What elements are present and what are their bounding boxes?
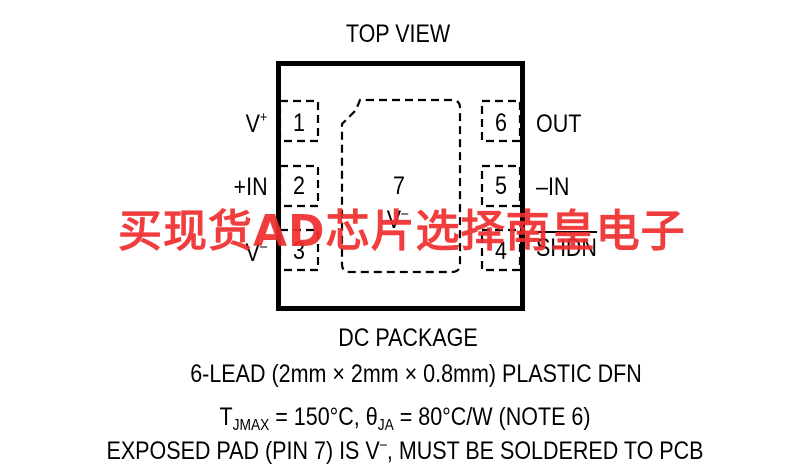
thermal-spec: TJMAX = 150°C, θJA = 80°C/W (NOTE 6) (219, 403, 591, 434)
watermark-text: 买现货AD芯片选择南皇电子 (118, 206, 686, 257)
pin1-label: V+ (245, 109, 267, 138)
pin2-pad (278, 164, 320, 208)
pin3-pad (278, 228, 320, 272)
package-name: DC PACKAGE (338, 324, 478, 352)
pin-number-6: 6 (494, 109, 507, 137)
pin1-pad (278, 99, 320, 143)
exposed-pad (340, 98, 462, 274)
pin-number-3: 3 (292, 237, 305, 265)
pin5-pad (480, 164, 522, 208)
pin-number-4: 4 (494, 237, 507, 265)
package-description: 6-LEAD (2mm × 2mm × 0.8mm) PLASTIC DFN (190, 360, 642, 388)
pin-number-2: 2 (292, 172, 305, 200)
pin6-pad (480, 99, 522, 143)
pin-number-7: 7 (392, 172, 405, 200)
pin5-label: –IN (536, 173, 570, 201)
pin4-label: SHDN (536, 231, 597, 262)
pin6-label: OUT (536, 110, 582, 138)
exposed-pad-note: EXPOSED PAD (PIN 7) IS V–, MUST BE SOLDE… (106, 436, 704, 465)
view-title: TOP VIEW (345, 20, 451, 48)
pin2-label: +IN (233, 173, 268, 201)
pin-number-1: 1 (292, 109, 305, 137)
pin7-label: V– (386, 205, 409, 234)
pin4-pad (480, 228, 522, 272)
pin3-label: V– (245, 238, 267, 267)
pin-number-5: 5 (494, 172, 507, 200)
